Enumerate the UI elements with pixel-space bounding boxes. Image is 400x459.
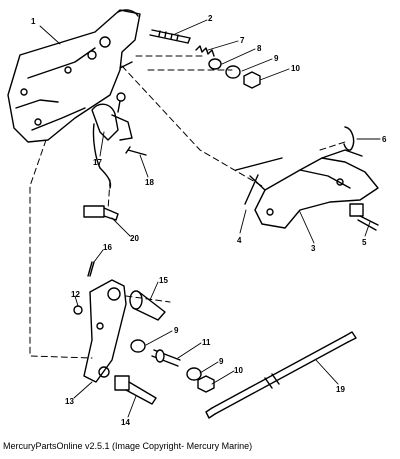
leader-lines — [39, 19, 381, 418]
bracket-plate-part-1 — [7, 9, 141, 143]
callout-9-middle: 9 — [174, 326, 179, 335]
callout-12: 12 — [71, 290, 80, 299]
pin-shaft-part-15 — [129, 290, 166, 321]
bolt-part-5 — [349, 203, 379, 231]
hex-nut-part-10-lower — [197, 375, 215, 393]
washer-part-9-lower — [186, 367, 202, 381]
bolt-part-14 — [114, 375, 157, 405]
stud-part-11 — [151, 349, 181, 367]
push-rod-part-19 — [205, 331, 357, 419]
callout-16: 16 — [103, 243, 112, 252]
callout-15: 15 — [159, 276, 168, 285]
copyright-caption: MercuryPartsOnline v2.5.1 (Image Copyrig… — [3, 441, 253, 451]
bolt-part-20 — [83, 205, 119, 221]
lower-lever-part-13 — [83, 279, 127, 383]
callout-6: 6 — [382, 135, 387, 144]
callout-2: 2 — [208, 14, 213, 23]
callout-18: 18 — [145, 178, 154, 187]
spring-rod-part-4 — [235, 157, 283, 205]
washer-part-8 — [208, 58, 222, 70]
callout-10-lower: 10 — [234, 366, 243, 375]
washer-part-9-middle — [130, 339, 146, 353]
callout-1: 1 — [31, 17, 36, 26]
stud-part-2 — [149, 29, 191, 44]
callout-7: 7 — [240, 36, 245, 45]
assembly-lines — [29, 55, 346, 359]
callout-8: 8 — [257, 44, 262, 53]
switch-assembly-part-17 — [91, 92, 133, 189]
callout-labels: 1 2 7 8 9 10 6 17 18 4 3 5 20 16 15 12 9… — [31, 14, 387, 427]
washer-part-9-top — [225, 65, 241, 79]
callout-4: 4 — [237, 236, 242, 245]
bushing-part-12 — [73, 305, 83, 315]
callout-3: 3 — [311, 244, 316, 253]
callout-9-lower: 9 — [219, 357, 224, 366]
screw-part-18 — [125, 146, 147, 156]
callout-9-top: 9 — [274, 54, 279, 63]
callout-11: 11 — [202, 338, 211, 347]
callout-10-top: 10 — [291, 64, 300, 73]
callout-5: 5 — [362, 238, 367, 247]
callout-20: 20 — [130, 234, 139, 243]
callout-19: 19 — [336, 385, 345, 394]
cotter-pin-part-6 — [343, 126, 355, 151]
pin-part-16 — [87, 261, 95, 277]
callout-17: 17 — [93, 158, 102, 167]
spring-part-7 — [195, 45, 215, 57]
callout-13: 13 — [65, 397, 74, 406]
callout-14: 14 — [121, 418, 130, 427]
hex-nut-part-10-top — [243, 71, 261, 89]
